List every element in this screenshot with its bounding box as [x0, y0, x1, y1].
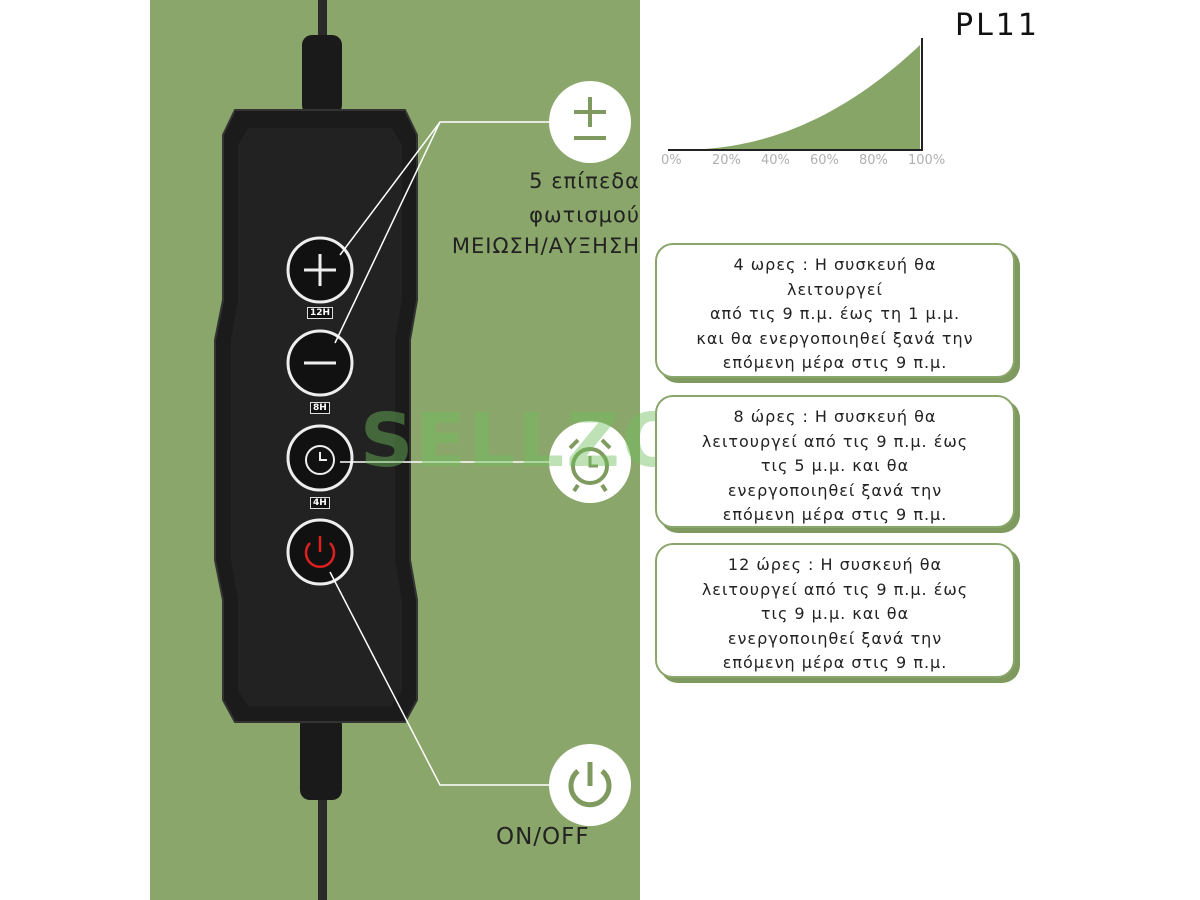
- alarm-clock-icon: [549, 421, 631, 503]
- x-tick-label: 0%: [661, 153, 682, 168]
- timer-button[interactable]: [286, 424, 354, 492]
- card-line: επόμενη μέρα στις 9 π.μ.: [722, 653, 948, 672]
- cable-strain-top: [302, 35, 342, 115]
- card-line: επόμενη μέρα στις 9 π.μ.: [722, 353, 948, 372]
- model-title: PL11: [955, 8, 1040, 43]
- card-line: ενεργοποιηθεί ξανά την: [727, 480, 943, 500]
- power-label: ON/OFF: [496, 824, 590, 850]
- power-button[interactable]: [286, 518, 354, 586]
- x-tick-label: 60%: [810, 153, 839, 168]
- remote-face: [231, 128, 402, 706]
- timer-8h-label: 8H: [310, 402, 330, 414]
- timer-4h-label: 4H: [310, 497, 330, 509]
- brightness-label-3: ΜΕΙΩΣΗ/ΑΥΞΗΣΗ: [451, 234, 640, 258]
- card-line: λειτουργεί από τις 9 π.μ. έως: [701, 579, 969, 599]
- card-line: λειτουργεί: [787, 279, 883, 299]
- brightness-curve-chart: [668, 38, 923, 151]
- curve-area: [675, 45, 920, 150]
- callout-line-power: [329, 571, 550, 786]
- chart-axis: [668, 38, 923, 151]
- card-line: λειτουργεί από τις 9 π.μ. έως: [701, 431, 969, 451]
- brightness-label-1: 5 επίπεδα: [529, 169, 640, 193]
- card-line: επόμενη μέρα στις 9 π.μ.: [722, 505, 948, 524]
- callout-line-brightness: [334, 121, 550, 344]
- card-line: τις 9 μ.μ. και θα: [760, 604, 910, 623]
- card-line: 4 ωρες : Η συσκευή θα: [733, 255, 937, 274]
- cable-strain-bottom: [300, 715, 342, 800]
- brightness-label-2: φωτισμού: [529, 203, 640, 227]
- plus-button[interactable]: [286, 236, 354, 304]
- card-line: 8 ώρες : Η συσκευή θα: [733, 407, 937, 426]
- timer-12h-card: 12 ώρες : Η συσκευή θα λειτουργεί από τι…: [655, 543, 1015, 678]
- timer-12h-label: 12H: [307, 307, 334, 319]
- x-tick-label: 80%: [859, 153, 888, 168]
- card-line: 12 ώρες : Η συσκευή θα: [727, 555, 943, 574]
- x-tick-label: 100%: [908, 153, 946, 168]
- minus-button[interactable]: [286, 329, 354, 397]
- timer-4h-card: 4 ωρες : Η συσκευή θα λειτουργεί από τις…: [655, 243, 1015, 378]
- x-tick-label: 40%: [761, 153, 790, 168]
- timer-8h-card: 8 ώρες : Η συσκευή θα λειτουργεί από τις…: [655, 395, 1015, 528]
- plus-minus-icon: [549, 81, 631, 163]
- card-line: από τις 9 π.μ. έως τη 1 μ.μ.: [709, 304, 961, 323]
- card-line: τις 5 μ.μ. και θα: [760, 456, 910, 475]
- card-line: και θα ενεργοποιηθεί ξανά την: [696, 328, 974, 348]
- card-line: ενεργοποιηθεί ξανά την: [727, 628, 943, 648]
- x-tick-label: 20%: [712, 153, 741, 168]
- power-icon: [549, 744, 631, 826]
